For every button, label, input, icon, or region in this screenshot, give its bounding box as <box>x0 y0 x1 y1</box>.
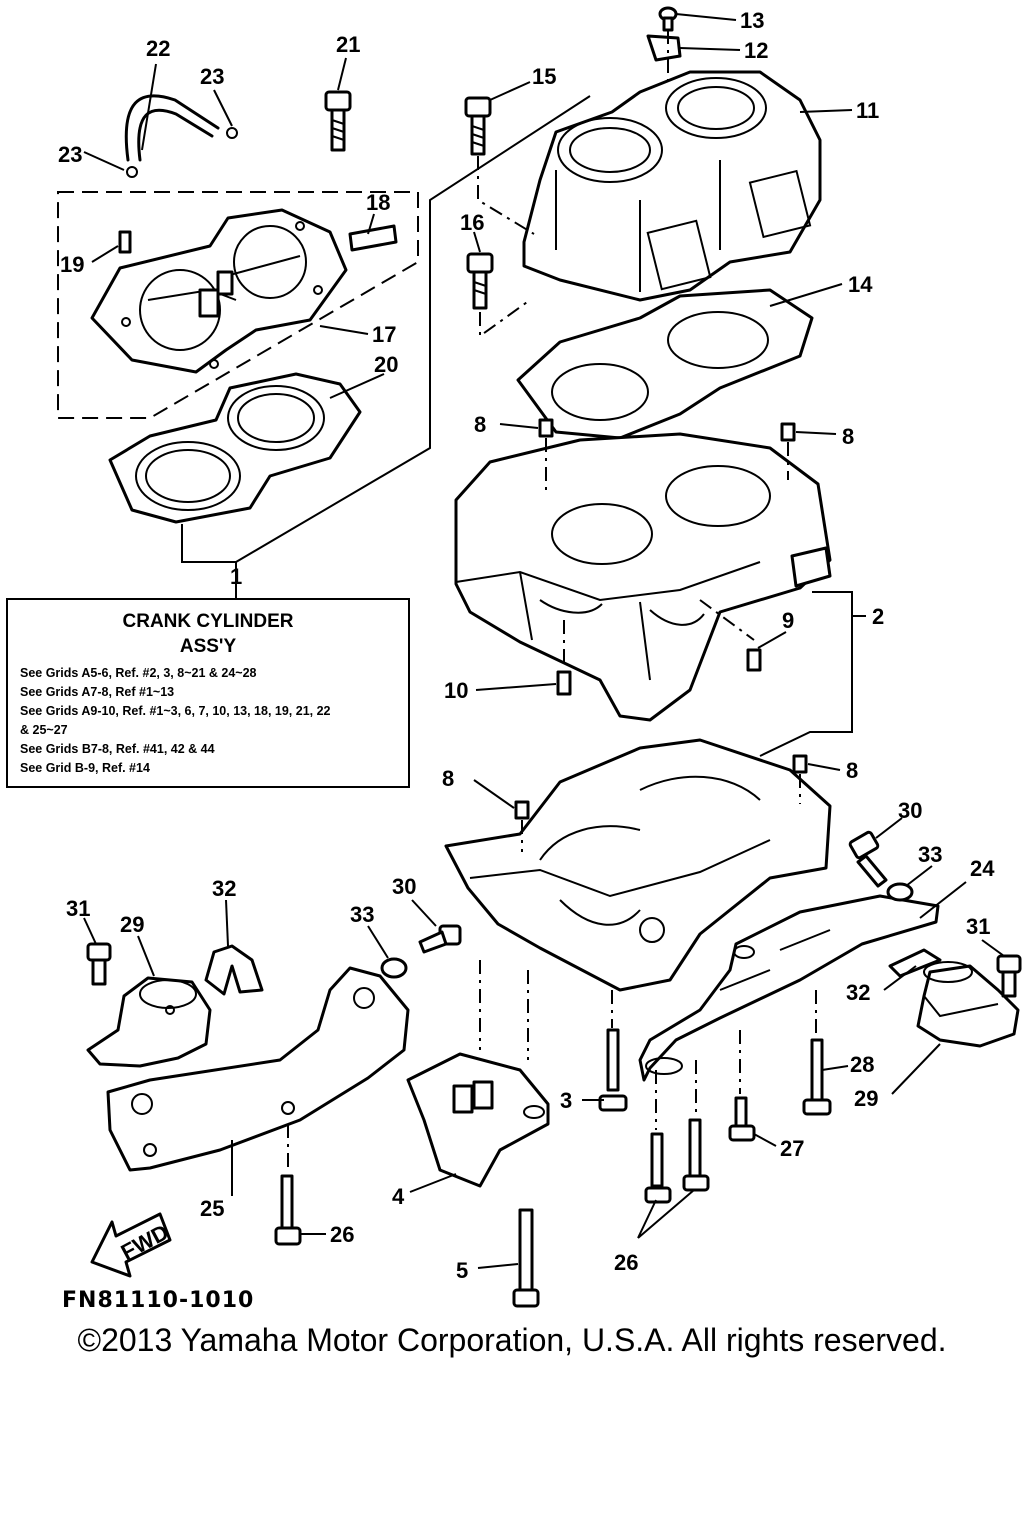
callout-5: 5 <box>456 1258 468 1283</box>
callout-16: 16 <box>460 210 484 235</box>
callout-26: 26 <box>614 1250 638 1275</box>
stud-part <box>802 1038 832 1116</box>
forward-direction-arrow-icon: FWD <box>90 1212 173 1278</box>
callout-11: 11 <box>856 98 879 123</box>
callout-17: 17 <box>372 322 396 347</box>
reference-line: See Grids B7-8, Ref. #41, 42 & 44 <box>20 742 215 756</box>
callout-29: 29 <box>854 1086 878 1111</box>
figure-code: FN81110-1010 <box>62 1288 255 1313</box>
hose-part <box>124 94 220 162</box>
callout-15: 15 <box>532 64 556 89</box>
mount-block-part <box>406 1052 550 1188</box>
reference-box-subtitle: ASS'Y <box>179 636 237 657</box>
callout-26: 26 <box>330 1222 354 1247</box>
callout-8: 8 <box>442 766 454 791</box>
rubber-mount-part <box>916 961 1020 1048</box>
damper-part <box>888 948 942 978</box>
bolt-part <box>996 954 1022 998</box>
callout-28: 28 <box>850 1052 874 1077</box>
clip-part <box>646 34 682 62</box>
dowel-pin-part <box>556 670 572 696</box>
callout-30: 30 <box>898 798 922 823</box>
pin-part <box>118 230 132 254</box>
callout-27: 27 <box>780 1136 804 1161</box>
bolt-part <box>274 1174 302 1246</box>
dowel-pin-part <box>792 754 808 774</box>
callout-20: 20 <box>374 352 398 377</box>
callout-31: 31 <box>966 914 990 939</box>
callout-23: 23 <box>58 142 82 167</box>
bolt-part <box>682 1118 710 1192</box>
bolt-part <box>644 1132 672 1204</box>
callout-33: 33 <box>350 902 374 927</box>
callout-2: 2 <box>872 604 884 629</box>
callout-21: 21 <box>336 32 360 57</box>
bolt-part <box>86 942 112 986</box>
clamp-part <box>126 166 138 178</box>
base-gasket-part <box>516 288 814 440</box>
engine-mount-bracket-part <box>106 966 410 1172</box>
washer-part <box>380 957 408 979</box>
head-gasket-part <box>108 372 362 524</box>
rubber-mount-part <box>86 976 212 1068</box>
callout-labels: 22 23 23 21 18 19 17 20 13 12 11 15 16 1… <box>58 8 995 1283</box>
cylinder-head-part <box>90 208 348 374</box>
bolt-part <box>418 924 462 954</box>
callout-12: 12 <box>744 38 768 63</box>
callout-14: 14 <box>848 272 873 297</box>
washer-part <box>886 882 914 902</box>
callout-24: 24 <box>970 856 995 881</box>
bolt-part <box>464 96 492 156</box>
upper-crankcase-part <box>454 432 832 722</box>
callout-4: 4 <box>392 1184 405 1209</box>
dowel-pin-part <box>780 422 796 442</box>
bolt-part <box>466 252 494 310</box>
callout-8: 8 <box>846 758 858 783</box>
callout-8: 8 <box>474 412 486 437</box>
leader-lines <box>83 13 1005 1269</box>
callout-29: 29 <box>120 912 144 937</box>
lower-crankcase-part <box>444 738 832 992</box>
callout-3: 3 <box>560 1088 572 1113</box>
bolt-part <box>848 830 888 888</box>
clamp-part <box>226 127 238 139</box>
callout-8: 8 <box>842 424 854 449</box>
reference-line: See Grids A7-8, Ref #1~13 <box>20 685 175 699</box>
callout-10: 10 <box>444 678 468 703</box>
copyright-notice: ©2013 Yamaha Motor Corporation, U.S.A. A… <box>77 1322 947 1358</box>
damper-part <box>204 944 264 996</box>
callout-1: 1 <box>230 564 242 589</box>
dowel-pin-part <box>514 800 530 820</box>
dowel-pin-part <box>746 648 762 672</box>
reference-line: See Grid B-9, Ref. #14 <box>20 761 150 775</box>
dowel-pin-part <box>538 418 554 438</box>
callout-33: 33 <box>918 842 942 867</box>
callout-9: 9 <box>782 608 794 633</box>
callout-22: 22 <box>146 36 170 61</box>
bolt-part <box>598 1028 628 1112</box>
callout-13: 13 <box>740 8 764 33</box>
callout-23: 23 <box>200 64 224 89</box>
crank-cylinder-reference-box: CRANK CYLINDER ASS'Y See Grids A5-6, Ref… <box>6 598 410 788</box>
bolt-part <box>728 1096 756 1142</box>
reference-line: See Grids A9-10, Ref. #1~3, 6, 7, 10, 13… <box>20 704 331 718</box>
reference-line: See Grids A5-6, Ref. #2, 3, 8~21 & 24~28 <box>20 666 257 680</box>
callout-19: 19 <box>60 252 84 277</box>
screw-part <box>658 6 678 32</box>
reference-line: & 25~27 <box>20 723 68 737</box>
callout-32: 32 <box>212 876 236 901</box>
engine-mount-bracket-part <box>638 894 940 1082</box>
cylinder-block-part <box>522 70 822 302</box>
reference-box-title: CRANK CYLINDER <box>122 611 294 632</box>
head-group-dashed-box <box>57 191 419 419</box>
pipe-part <box>348 224 398 252</box>
callout-30: 30 <box>392 874 416 899</box>
stud-part <box>512 1208 540 1308</box>
callout-32: 32 <box>846 980 870 1005</box>
callout-31: 31 <box>66 896 90 921</box>
bolt-part <box>324 90 352 152</box>
callout-18: 18 <box>366 190 390 215</box>
callout-25: 25 <box>200 1196 224 1221</box>
